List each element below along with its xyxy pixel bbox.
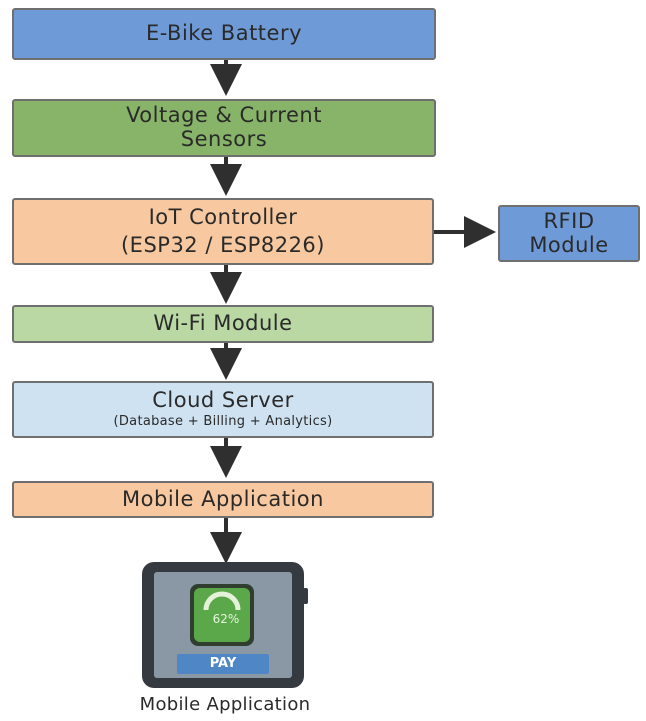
- rfid-label-line1: RFID: [543, 208, 595, 233]
- phone-caption: Mobile Application: [139, 694, 311, 715]
- sensors-label-line1: Voltage & Current: [126, 103, 322, 128]
- pay-button[interactable]: PAY: [209, 656, 237, 671]
- mobile-app-node: Mobile Application: [12, 481, 434, 518]
- cloud-subtitle: (Database + Billing + Analytics): [113, 414, 333, 430]
- mobile-app-label: Mobile Application: [122, 486, 324, 511]
- wifi-node: Wi-Fi Module: [12, 305, 434, 343]
- cloud-node: Cloud Server (Database + Billing + Analy…: [12, 381, 434, 438]
- pay-button-bg: [177, 654, 269, 674]
- battery-node: E-Bike Battery: [12, 8, 436, 60]
- controller-label-line1: IoT Controller: [148, 204, 298, 229]
- controller-label-line2: (ESP32 / ESP8226): [120, 232, 325, 257]
- rfid-label-line2: Module: [529, 232, 609, 257]
- cloud-title: Cloud Server: [152, 387, 294, 412]
- rfid-node: RFID Module: [498, 205, 640, 262]
- gauge-icon: [203, 591, 241, 611]
- sensors-label-line2: Sensors: [180, 127, 268, 151]
- controller-node: IoT Controller (ESP32 / ESP8226): [12, 198, 434, 265]
- sensors-node: Voltage & Current Sensors: [12, 99, 436, 157]
- phone-illustration: [142, 562, 308, 688]
- battery-percent: 62%: [212, 612, 240, 626]
- phone-side-button: [303, 588, 308, 604]
- wifi-label: Wi-Fi Module: [153, 311, 293, 336]
- battery-label: E-Bike Battery: [145, 21, 303, 46]
